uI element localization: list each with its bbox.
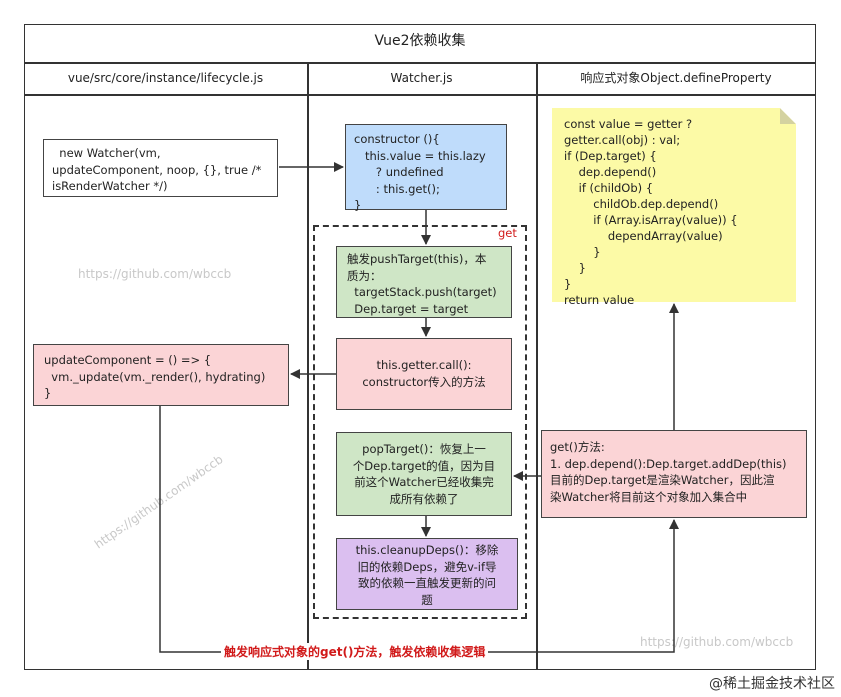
header-divider — [24, 94, 816, 96]
column-header-lifecycle: vue/src/core/instance/lifecycle.js — [67, 71, 264, 85]
push-target-box: 触发pushTarget(this)，本 质为： targetStack.pus… — [336, 246, 512, 318]
new-watcher-box: new Watcher(vm, updateComponent, noop, {… — [43, 139, 278, 197]
pop-target-box: popTarget()：恢复上一 个Dep.target的值，因为目 前这个Wa… — [336, 432, 512, 516]
footer-credit: @稀土掘金技术社区 — [709, 676, 835, 692]
diagram-title: Vue2依赖收集 — [374, 33, 466, 49]
arrow-updatecomponent-to-getmethod — [159, 406, 679, 653]
diagram-frame — [24, 24, 816, 670]
update-component-box: updateComponent = () => { vm._update(vm.… — [33, 344, 289, 406]
bottom-flow-label: 触发响应式对象的get()方法，触发依赖收集逻辑 — [221, 643, 489, 660]
cleanup-deps-box: this.cleanupDeps()：移除 旧的依赖Deps，避免v-if导 致… — [336, 538, 518, 610]
column-divider-2 — [536, 62, 538, 670]
column-header-reactive: 响应式对象Object.defineProperty — [580, 71, 772, 85]
watermark-3: https://github.com/wbccb — [640, 635, 794, 649]
get-region-label: get — [498, 226, 517, 240]
watermark-1: https://github.com/wbccb — [78, 267, 232, 281]
column-divider-1 — [307, 62, 309, 670]
getter-call-box: this.getter.call(): constructor传入的方法 — [336, 338, 512, 410]
title-divider — [24, 62, 816, 64]
constructor-box: constructor (){ this.value = this.lazy ?… — [345, 124, 507, 212]
column-header-watcher: Watcher.js — [390, 71, 453, 85]
note-corner-mask — [780, 108, 796, 124]
get-region — [313, 225, 527, 619]
define-property-note: const value = getter ? getter.call(obj) … — [552, 108, 796, 307]
get-method-box: get()方法: 1. dep.depend():Dep.target.addD… — [541, 430, 807, 518]
